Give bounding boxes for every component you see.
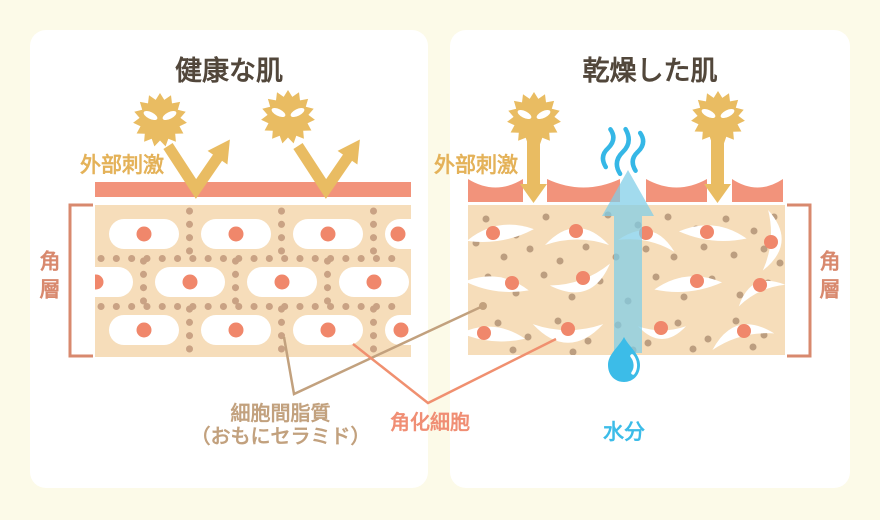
cell-nucleus	[561, 322, 575, 336]
angry-eye	[143, 110, 158, 121]
evaporation-arrow-icon	[602, 170, 654, 353]
leader-lines	[282, 302, 557, 405]
cell-nucleus	[320, 226, 336, 242]
cell-nucleus	[737, 324, 751, 338]
cell-nucleus	[366, 274, 382, 290]
cell-nucleus	[228, 226, 244, 242]
cell-nucleus	[764, 235, 778, 249]
angry-eye	[701, 108, 716, 119]
cell-nucleus	[639, 226, 653, 240]
moisture-label: 水分	[603, 421, 645, 444]
irritant-icons-dry	[507, 91, 745, 146]
cell-nucleus	[486, 226, 500, 240]
external-stimulus-label-dry: 外部刺激	[434, 154, 518, 177]
angry-eye	[290, 107, 305, 118]
irritant-icons-healthy	[133, 90, 315, 147]
keratinocyte-label: 角化細胞	[390, 412, 470, 434]
irritant-icon	[691, 91, 745, 145]
angry-eye	[720, 108, 735, 119]
dry-panel-title: 乾燥した肌	[582, 56, 718, 86]
cell-nucleus	[95, 274, 104, 290]
cell-nucleus	[700, 225, 714, 239]
cell-nucleus	[654, 321, 668, 335]
stratum-corneum-label-dry: 角層	[817, 250, 840, 306]
keratinocyte-leader-line	[352, 337, 557, 405]
angry-eye	[536, 109, 551, 120]
penetrate-arrow-icon	[704, 135, 731, 203]
shrunken-corneocyte-cells	[468, 209, 785, 350]
cell-nucleus	[753, 278, 767, 292]
cell-nucleus	[390, 226, 406, 242]
intercellular-lipid-label-line1: 細胞間脂質	[230, 403, 331, 425]
intercellular-lipid-label-line2: （おもにセラミド）	[190, 426, 371, 448]
irritant-icon	[133, 93, 187, 147]
bounce-arrow-icon	[163, 139, 230, 199]
cell-nucleus	[274, 274, 290, 290]
cell-nucleus	[320, 322, 336, 338]
penetrate-arrow-icon	[520, 136, 547, 203]
angry-eye	[517, 109, 532, 120]
cell-nucleus	[136, 226, 152, 242]
angry-eye	[271, 107, 286, 118]
intercellular-lipid-label: 細胞間脂質 （おもにセラミド）	[183, 403, 378, 449]
cell-nucleus	[136, 322, 152, 338]
stratum-corneum-label-healthy: 角層	[37, 250, 60, 306]
cracked-skin-surface	[468, 179, 783, 202]
cell-nucleus	[576, 271, 590, 285]
cell-nucleus	[569, 224, 583, 238]
cell-nucleus	[228, 322, 244, 338]
irritant-icon	[261, 90, 315, 144]
cell-nucleus	[690, 274, 704, 288]
stratum-bracket-left	[68, 203, 93, 358]
stratum-bracket-right	[787, 203, 812, 358]
cell-nucleus	[505, 276, 519, 290]
cell-nucleus	[393, 322, 409, 338]
healthy-skin-illustration	[68, 90, 411, 358]
lipid-leader-line	[282, 304, 484, 396]
angry-eye	[162, 110, 177, 121]
water-drop-icon	[608, 337, 640, 382]
irritant-icon	[507, 92, 561, 146]
cell-nucleus	[182, 274, 198, 290]
lipid-dots	[97, 207, 409, 356]
steam-icon	[600, 126, 646, 177]
corneocyte-cells	[95, 219, 411, 345]
lipid-leader-dot	[479, 302, 487, 310]
dry-skin-illustration	[468, 91, 812, 382]
external-stimulus-label-healthy: 外部刺激	[80, 154, 164, 177]
healthy-panel-title: 健康な肌	[175, 56, 283, 86]
stratum-corneum-block-healthy	[95, 205, 411, 357]
corneocyte-cell	[95, 267, 133, 297]
skin-surface-healthy	[95, 182, 411, 197]
cell-nucleus	[477, 326, 491, 340]
bounce-arrow-icon	[293, 139, 360, 199]
